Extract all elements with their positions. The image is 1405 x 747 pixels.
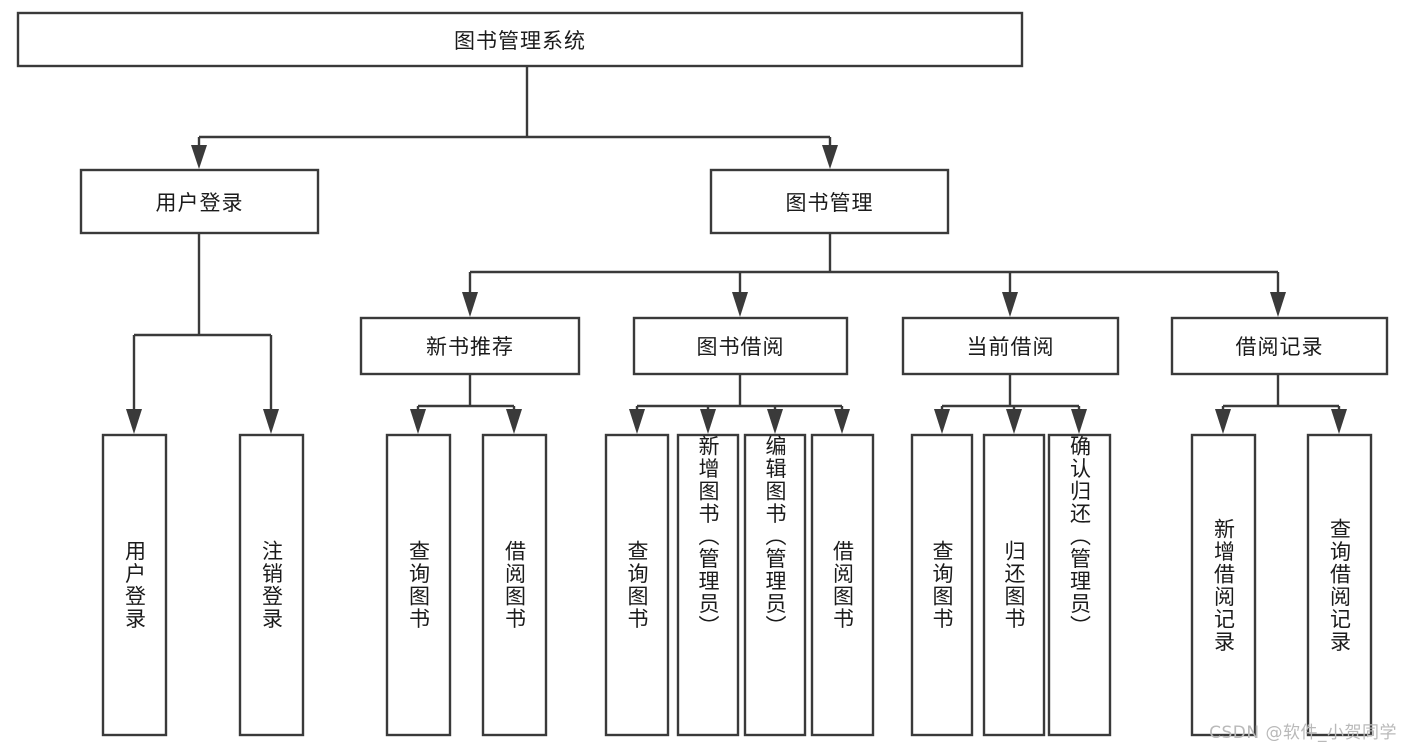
leaf-box-book-borrow-3[interactable] bbox=[743, 433, 807, 737]
arrow-head-leaf-user-login-1 bbox=[126, 409, 142, 434]
arrow-head-leaf-book-borrow-2 bbox=[700, 409, 716, 434]
arrow-head-current-borrow bbox=[1002, 292, 1018, 317]
arrow-head-leaf-user-login-2 bbox=[263, 409, 279, 434]
leaf-box-book-borrow-4[interactable] bbox=[810, 433, 875, 737]
arrow-head-borrow-record bbox=[1270, 292, 1286, 317]
node-box-book-borrow[interactable] bbox=[632, 316, 849, 376]
arrow-head-book-management bbox=[822, 145, 838, 169]
leaf-box-user-login-2[interactable] bbox=[238, 433, 305, 737]
node-box-current-borrow[interactable] bbox=[901, 316, 1120, 376]
leaf-box-book-borrow-1[interactable] bbox=[604, 433, 670, 737]
leaf-box-borrow-record-2[interactable] bbox=[1306, 433, 1373, 737]
arrow-head-leaf-book-borrow-4 bbox=[834, 409, 850, 434]
arrow-head-leaf-book-borrow-3 bbox=[767, 409, 783, 434]
node-box-user-login[interactable] bbox=[79, 168, 320, 235]
watermark: CSDN @软件_小贺同学 bbox=[1209, 723, 1397, 743]
arrow-head-leaf-new-book-1 bbox=[410, 409, 426, 434]
arrow-head-leaf-current-borrow-2 bbox=[1006, 409, 1022, 434]
leaf-box-book-borrow-2[interactable] bbox=[676, 433, 740, 737]
node-box-book-management[interactable] bbox=[709, 168, 950, 235]
arrow-head-leaf-book-borrow-1 bbox=[629, 409, 645, 434]
node-box-root[interactable] bbox=[16, 11, 1024, 68]
arrow-head-book-borrow bbox=[732, 292, 748, 317]
arrow-head-leaf-new-book-2 bbox=[506, 409, 522, 434]
node-box-new-book-recommend[interactable] bbox=[359, 316, 581, 376]
arrow-head-leaf-borrow-record-1 bbox=[1215, 409, 1231, 434]
node-box-borrow-record[interactable] bbox=[1170, 316, 1389, 376]
leaf-box-current-borrow-3[interactable] bbox=[1047, 433, 1112, 737]
leaf-box-current-borrow-1[interactable] bbox=[910, 433, 974, 737]
arrow-head-leaf-current-borrow-3 bbox=[1071, 409, 1087, 434]
leaf-box-new-book-1[interactable] bbox=[385, 433, 452, 737]
arrow-head-user-login bbox=[191, 145, 207, 169]
leaf-box-new-book-2[interactable] bbox=[481, 433, 548, 737]
leaf-box-borrow-record-1[interactable] bbox=[1190, 433, 1257, 737]
arrow-head-leaf-current-borrow-1 bbox=[934, 409, 950, 434]
leaf-box-current-borrow-2[interactable] bbox=[982, 433, 1046, 737]
arrow-head-new-book-recommend bbox=[462, 292, 478, 317]
arrow-head-leaf-borrow-record-2 bbox=[1331, 409, 1347, 434]
leaf-box-user-login-1[interactable] bbox=[101, 433, 168, 737]
